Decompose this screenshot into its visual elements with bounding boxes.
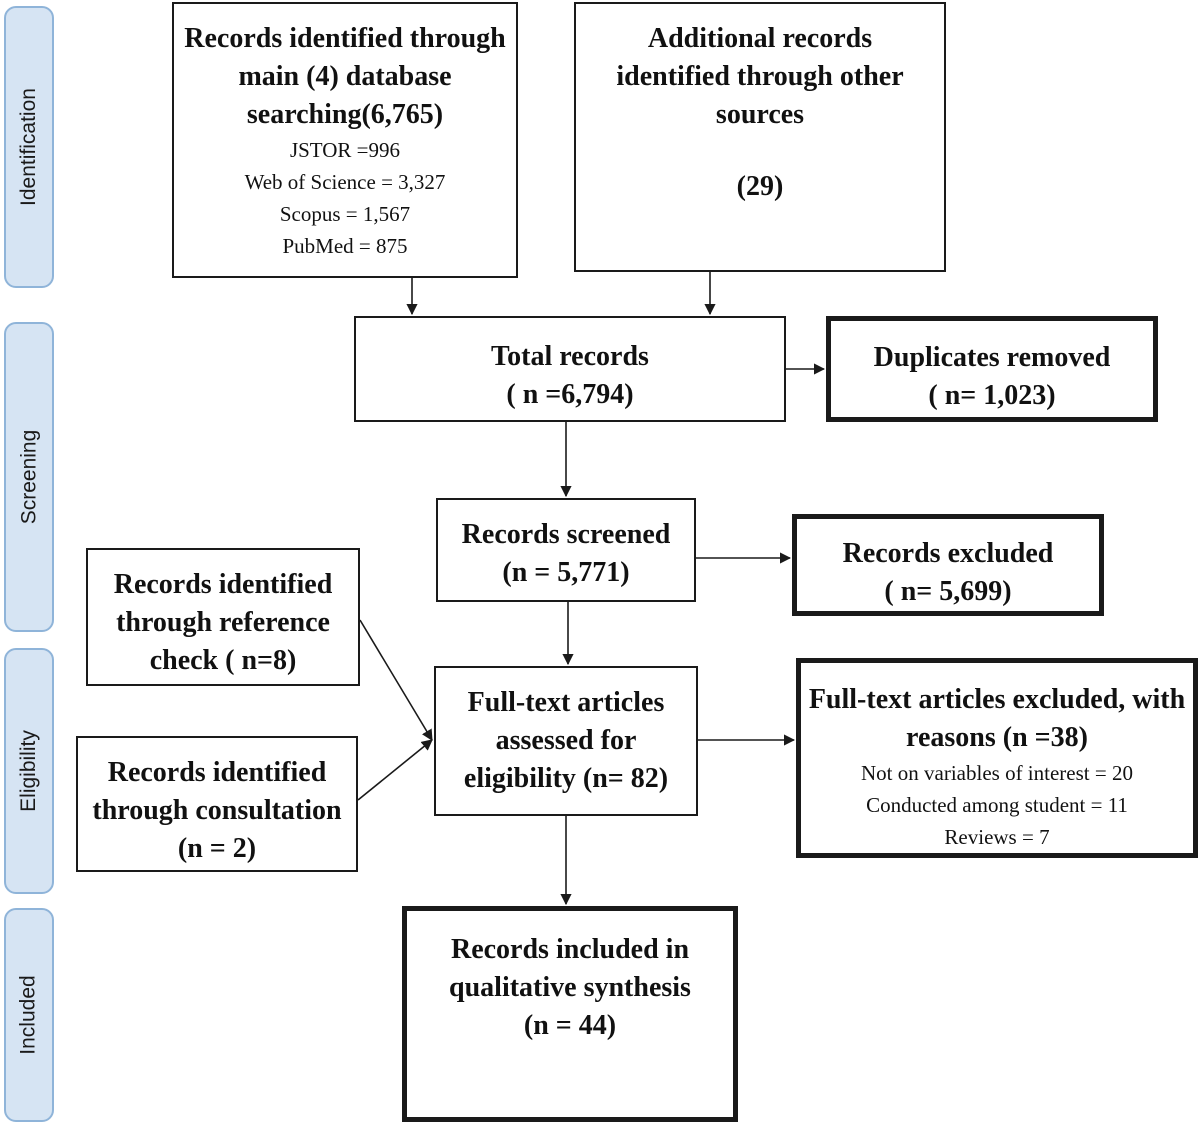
duplicates-removed-title: Duplicates removed <box>873 342 1111 373</box>
fulltext-excluded-title-line: reasons (n =38) <box>906 722 1088 753</box>
reference-check-line: Records identified <box>113 569 333 600</box>
source-web-of-science: Web of Science = 3,327 <box>244 170 446 194</box>
reference-check-line: check ( n=8) <box>149 645 297 676</box>
consultation-box: Records identified through consultation … <box>76 736 358 872</box>
other-sources-title-line: Additional records <box>647 23 873 54</box>
stage-screening: Screening <box>4 322 54 632</box>
reference-check-box: Records identified through reference che… <box>86 548 360 686</box>
stage-included-label: Included <box>17 975 40 1055</box>
reason-variables: Not on variables of interest = 20 <box>861 761 1133 785</box>
stage-identification-label: Identification <box>17 88 41 206</box>
records-included-line: Records included in <box>450 934 690 965</box>
other-sources-box: Additional records identified through ot… <box>574 2 946 272</box>
stage-identification: Identification <box>4 6 54 288</box>
database-search-title-line: searching(6,765) <box>246 99 444 130</box>
other-sources-title-line: identified through other <box>616 61 904 92</box>
records-excluded-box: Records excluded ( n= 5,699) <box>792 514 1104 616</box>
arrow-consultation-to-fulltext <box>357 739 433 801</box>
source-pubmed: PubMed = 875 <box>282 234 408 258</box>
duplicates-removed-box: Duplicates removed ( n= 1,023) <box>826 316 1158 422</box>
records-included-line: qualitative synthesis <box>449 972 691 1003</box>
stage-eligibility: Eligibility <box>4 648 54 894</box>
reason-reviews: Reviews = 7 <box>944 825 1050 849</box>
reference-check-line: through reference <box>116 607 330 638</box>
records-screened-count: (n = 5,771) <box>502 557 630 588</box>
records-included-line: (n = 44) <box>523 1010 617 1041</box>
fulltext-assessed-box: Full-text articles assessed for eligibil… <box>434 666 698 816</box>
duplicates-removed-count: ( n= 1,023) <box>928 380 1056 411</box>
fulltext-excluded-box: Full-text articles excluded, with reason… <box>796 658 1198 858</box>
consultation-line: Records identified <box>107 757 327 788</box>
arrow-reference-to-fulltext <box>359 619 433 741</box>
fulltext-excluded-title-line: Full-text articles excluded, with <box>808 684 1186 715</box>
fulltext-assessed-line: eligibility (n= 82) <box>463 763 669 794</box>
database-search-title-line: Records identified through <box>184 23 506 54</box>
records-screened-box: Records screened (n = 5,771) <box>436 498 696 602</box>
consultation-line: (n = 2) <box>177 833 257 864</box>
source-jstor: JSTOR =996 <box>289 138 401 162</box>
reason-student: Conducted among student = 11 <box>866 793 1128 817</box>
database-search-title-line: main (4) database <box>238 61 452 92</box>
records-screened-title: Records screened <box>461 519 671 550</box>
records-included-box: Records included in qualitative synthesi… <box>402 906 738 1122</box>
total-records-count: ( n =6,794) <box>506 379 634 410</box>
other-sources-count: (29) <box>736 171 784 202</box>
records-excluded-title: Records excluded <box>842 538 1054 569</box>
fulltext-assessed-line: assessed for <box>495 725 637 756</box>
stage-screening-label: Screening <box>17 429 40 525</box>
source-scopus: Scopus = 1,567 <box>279 202 411 226</box>
other-sources-title-line: sources <box>715 99 805 130</box>
stage-included: Included <box>4 908 54 1122</box>
consultation-line: through consultation <box>92 795 342 826</box>
records-excluded-count: ( n= 5,699) <box>884 576 1012 607</box>
stage-eligibility-label: Eligibility <box>17 730 41 812</box>
total-records-title: Total records <box>491 341 649 372</box>
database-search-box: Records identified through main (4) data… <box>172 2 518 278</box>
total-records-box: Total records ( n =6,794) <box>354 316 786 422</box>
fulltext-assessed-line: Full-text articles <box>467 687 665 718</box>
